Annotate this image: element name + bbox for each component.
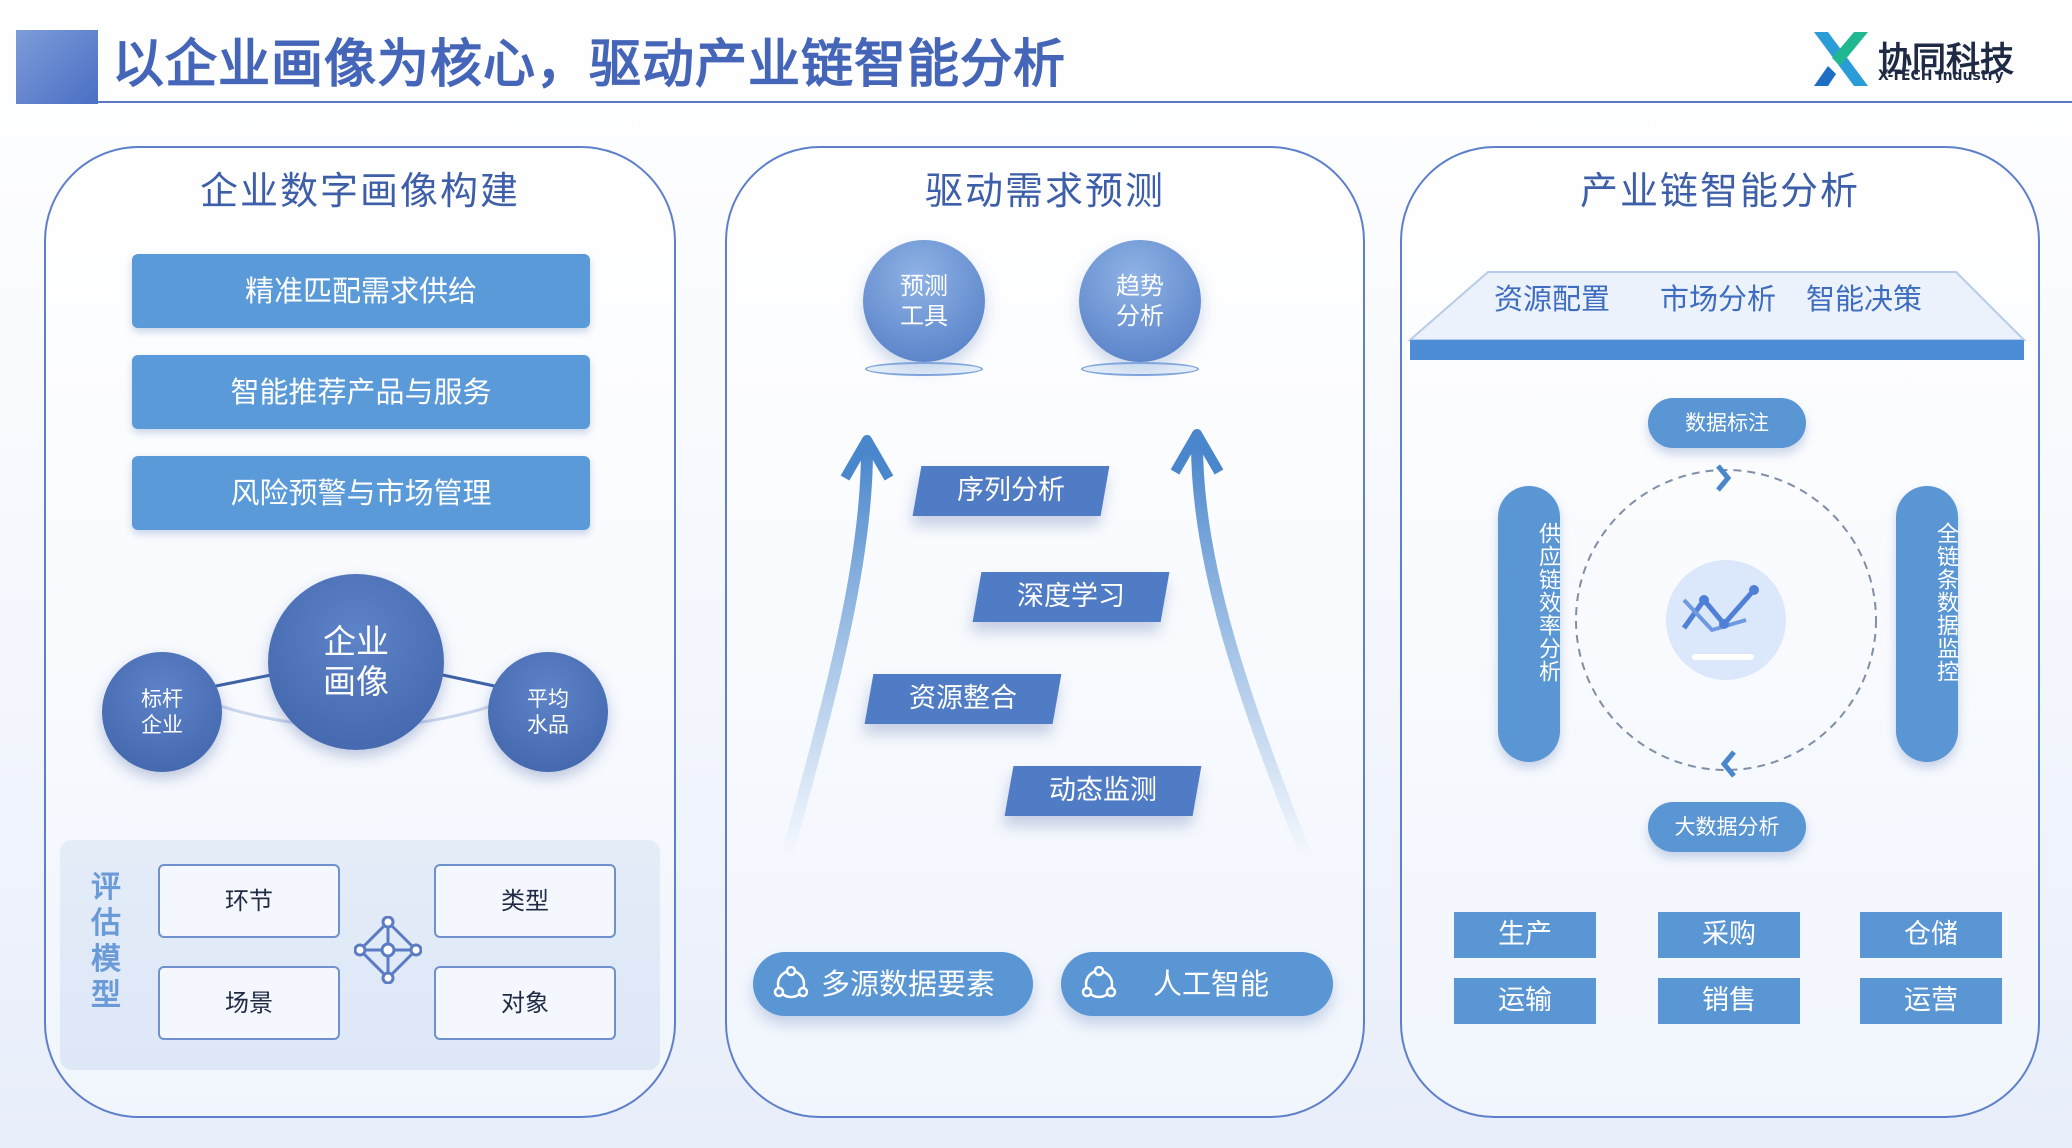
average-line1: 平均 xyxy=(527,687,569,711)
ring-trend-analysis xyxy=(1081,362,1199,376)
panel-chain-analysis: 产业链智能分析 资源配置 市场分析 智能决策 数据标注 大数据分析 供应链效率分… xyxy=(1400,146,2040,1118)
pill-big-data-analysis: 大数据分析 xyxy=(1648,802,1806,852)
benchmark-line1: 标杆 xyxy=(141,687,183,711)
growth-arrows xyxy=(781,429,1313,864)
circle-average-level: 平均水品 xyxy=(488,652,608,772)
panel-title: 产业链智能分析 xyxy=(1579,169,1860,213)
stage-resource-allocation: 资源配置 xyxy=(1494,282,1611,316)
eval-item-link: 环节 xyxy=(158,864,340,938)
network-icon xyxy=(773,966,809,999)
ball-forecast-tools: 预测工具 xyxy=(863,240,985,362)
panel-title: 企业数字画像构建 xyxy=(199,169,520,213)
circle-enterprise-portrait: 企业画像 xyxy=(268,574,444,750)
portrait-line1: 企业 xyxy=(323,622,389,661)
trend-chart-icon xyxy=(1681,585,1759,660)
network-icon xyxy=(354,916,422,984)
trend-analysis-line1: 趋势 xyxy=(1116,272,1164,300)
eval-item-object: 对象 xyxy=(434,966,616,1040)
ball-trend-analysis: 趋势分析 xyxy=(1079,240,1201,362)
vertical-label: 全链条数据监控 xyxy=(1933,522,1958,683)
evaluation-model-box: 评 估 模 型 环节 类型 场景 对象 xyxy=(60,840,660,1070)
bar-recommendation: 智能推荐产品与服务 xyxy=(132,355,590,429)
tag-deep-learning: 深度学习 xyxy=(972,572,1170,622)
tag-label: 深度学习 xyxy=(1017,581,1125,612)
pill-full-chain-monitoring: 全链条数据监控 xyxy=(1896,486,1958,762)
stage-production: 生产 xyxy=(1454,912,1596,958)
panel-demand-forecast: 驱动需求预测 预测工具 趋势分析 序列分析 深度学习 资源整合 动态监测 多源数… xyxy=(725,146,1365,1118)
pill-multi-source-data: 多源数据要素 xyxy=(753,952,1033,1016)
forecast-tools-line1: 预测 xyxy=(900,272,948,300)
eval-char: 型 xyxy=(91,978,121,1013)
forecast-tools-line2: 工具 xyxy=(900,302,948,330)
panel-title: 驱动需求预测 xyxy=(924,169,1165,213)
tag-label: 动态监测 xyxy=(1049,775,1157,806)
stage-procurement: 采购 xyxy=(1658,912,1800,958)
cycle-diagram xyxy=(1575,464,1877,778)
pill-supply-chain-efficiency: 供应链效率分析 xyxy=(1498,486,1560,762)
pill-label: 人工智能 xyxy=(1153,967,1270,1001)
stage-base-bar xyxy=(1410,340,2024,360)
chevron-right-icon xyxy=(1716,464,1732,492)
bar-risk-warning: 风险预警与市场管理 xyxy=(132,456,590,530)
network-icon xyxy=(1081,966,1117,999)
evaluation-model-label: 评 估 模 型 xyxy=(88,870,124,1014)
header-accent-square xyxy=(16,30,98,104)
stage-intelligent-decision: 智能决策 xyxy=(1806,282,1923,316)
tag-sequence-analysis: 序列分析 xyxy=(912,466,1110,516)
trend-analysis-line2: 分析 xyxy=(1116,302,1164,330)
vertical-label: 供应链效率分析 xyxy=(1535,522,1560,683)
logo-x-icon xyxy=(1814,32,1868,86)
stage-operations: 运营 xyxy=(1860,978,2002,1024)
panel-enterprise-portrait: 企业数字画像构建 精准匹配需求供给 智能推荐产品与服务 风险预警与市场管理 标杆… xyxy=(44,146,676,1118)
chevron-left-icon xyxy=(1720,750,1736,778)
tag-resource-integration: 资源整合 xyxy=(864,674,1062,724)
header-divider xyxy=(98,101,2072,103)
page-title: 以企业画像为核心，驱动产业链智能分析 xyxy=(112,35,1067,95)
eval-item-type: 类型 xyxy=(434,864,616,938)
bar-demand-matching: 精准匹配需求供给 xyxy=(132,254,590,328)
average-line2: 水品 xyxy=(527,713,569,737)
eval-item-scene: 场景 xyxy=(158,966,340,1040)
arrow-up-icon xyxy=(1191,438,1313,864)
stage-transport: 运输 xyxy=(1454,978,1596,1024)
logo-subtitle: X-TECH Industry xyxy=(1878,68,2004,84)
pill-artificial-intelligence: 人工智能 xyxy=(1061,952,1333,1016)
eval-char: 评 xyxy=(91,870,121,905)
company-logo: 协同科技 X-TECH Industry xyxy=(1810,28,2050,90)
tag-dynamic-monitoring: 动态监测 xyxy=(1004,766,1202,816)
eval-char: 估 xyxy=(91,906,121,941)
logo-name: 协同科技 xyxy=(1878,40,2014,80)
pill-label: 多源数据要素 xyxy=(821,967,996,1001)
tag-label: 序列分析 xyxy=(957,475,1065,506)
eval-char: 模 xyxy=(91,942,121,977)
ring-forecast-tools xyxy=(865,362,983,376)
circle-benchmark-enterprise: 标杆企业 xyxy=(102,652,222,772)
arrow-up-icon xyxy=(781,444,873,862)
benchmark-line2: 企业 xyxy=(141,713,183,737)
stage-market-analysis: 市场分析 xyxy=(1660,282,1777,316)
stage-sales: 销售 xyxy=(1658,978,1800,1024)
portrait-line2: 画像 xyxy=(323,662,389,701)
stage-warehousing: 仓储 xyxy=(1860,912,2002,958)
tag-label: 资源整合 xyxy=(909,683,1017,714)
pill-data-labeling: 数据标注 xyxy=(1648,398,1806,448)
